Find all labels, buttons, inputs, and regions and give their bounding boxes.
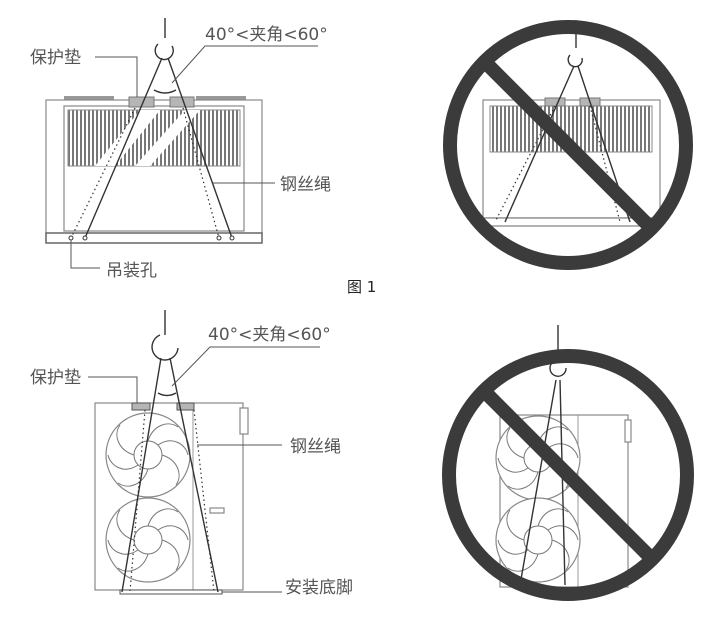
hole-label: 吊装孔 [106, 261, 157, 281]
steel-rope [121, 357, 162, 593]
angle-label: 40°<夹角<60° [205, 25, 328, 45]
rope-label: 钢丝绳 [290, 437, 341, 457]
steel-rope [84, 57, 163, 239]
figure-caption: 图 1 [347, 278, 376, 296]
steel-rope [167, 57, 233, 239]
incorrect-lifting-horizontal-unit [443, 20, 693, 270]
steel-rope [169, 357, 219, 593]
pad-label: 保护垫 [30, 48, 81, 68]
correct-lifting-vertical-unit: 保护垫 40°<夹角<60° 钢丝绳 安装底脚 [30, 310, 353, 598]
unit-base [45, 232, 263, 244]
foot-label: 安装底脚 [285, 578, 353, 598]
protective-pad [131, 402, 151, 411]
hook-icon [151, 334, 179, 361]
prohibited-icon [442, 349, 694, 601]
prohibited-icon [443, 20, 693, 270]
incorrect-lifting-vertical-unit [442, 325, 694, 601]
rope-label: 钢丝绳 [280, 175, 331, 195]
pad-label: 保护垫 [30, 368, 81, 388]
hook-icon [154, 43, 174, 61]
protective-pad [176, 402, 195, 411]
angle-label: 40°<夹角<60° [208, 325, 331, 345]
correct-lifting-horizontal-unit: 保护垫 40°<夹角<60° 钢丝绳 吊装孔 [30, 18, 331, 281]
lifting-hole [68, 235, 235, 241]
